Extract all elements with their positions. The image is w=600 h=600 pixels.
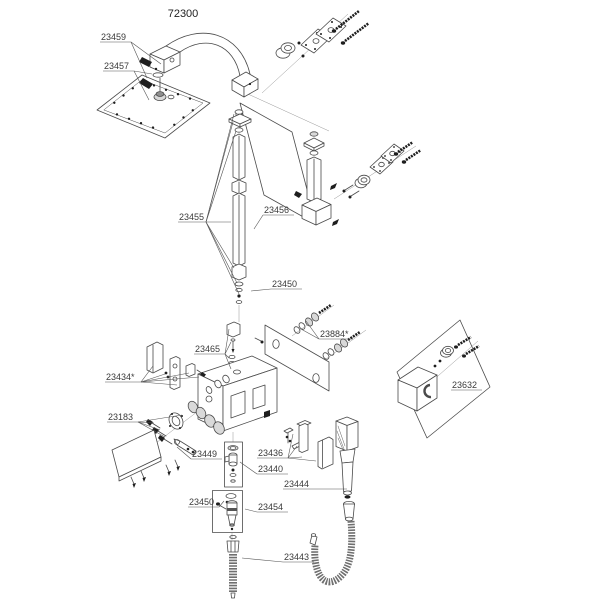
- cover-plate: [111, 429, 180, 488]
- label-23454: 23454: [258, 502, 283, 512]
- label-23465: 23465: [195, 344, 220, 354]
- label-23450-upper: 23450: [272, 279, 297, 289]
- handle-hardware: [146, 341, 206, 390]
- arm-wall-flange: [231, 71, 259, 98]
- label-23443: 23443: [284, 552, 309, 562]
- label-23444: 23444: [284, 479, 309, 489]
- label-23450-lower: 23450: [189, 497, 214, 507]
- right-riser-pipe: [294, 131, 422, 226]
- stop-valve-box: [224, 432, 243, 488]
- cartridge-box: [212, 490, 243, 540]
- mounting-screws: [331, 9, 370, 45]
- arm-mount-screw: [139, 57, 158, 89]
- cartridge-assemblies: [146, 374, 230, 456]
- diverter-handle: [283, 420, 334, 470]
- label-23632: 23632: [452, 380, 477, 390]
- label-23884: 23884*: [320, 329, 349, 339]
- label-23434: 23434*: [106, 372, 135, 382]
- holder-inset-box: [396, 319, 491, 439]
- riser-pipe: [228, 109, 252, 322]
- leader-lines: [100, 41, 482, 563]
- label-23459: 23459: [101, 32, 126, 42]
- hose-connector-bottom: [226, 535, 240, 599]
- rain-shower-head: [96, 74, 211, 139]
- trim-plate: [254, 324, 330, 392]
- label-23449: 23449: [192, 449, 217, 459]
- arm-washer: [152, 72, 164, 78]
- wall-mount-hardware-top: [275, 9, 370, 59]
- cover-plate-screws: [130, 459, 180, 488]
- right-bracket: [342, 140, 422, 199]
- label-23455: 23455: [179, 212, 204, 222]
- part-labels: 72300 23459 23457 23455 23456 23450 2346…: [101, 8, 477, 562]
- label-23457: 23457: [104, 61, 129, 71]
- check-valve-set: [293, 303, 361, 360]
- diagram-title: 72300: [168, 8, 199, 20]
- valve-body: [197, 355, 278, 432]
- lever-arm: [173, 438, 197, 456]
- hand-shower: [309, 416, 359, 586]
- shower-arm: [139, 32, 259, 98]
- label-23440: 23440: [258, 464, 283, 474]
- label-23456: 23456: [264, 205, 289, 215]
- label-23436: 23436: [258, 448, 283, 458]
- label-23183: 23183: [108, 412, 133, 422]
- faceplate-screw-dots: [113, 84, 194, 129]
